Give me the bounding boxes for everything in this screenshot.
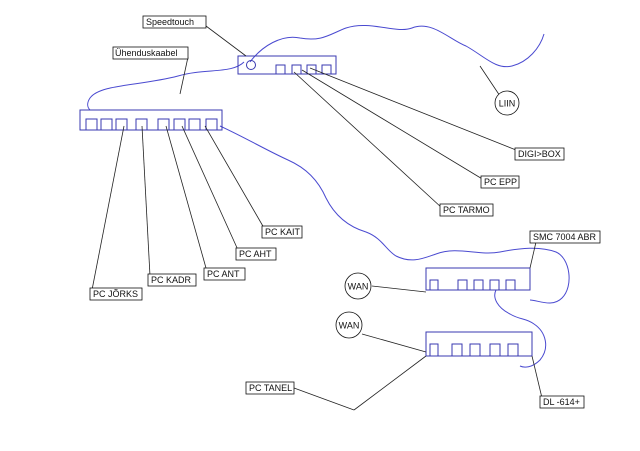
svg-text:PC JÕRKS: PC JÕRKS [93, 289, 138, 299]
svg-text:WAN: WAN [348, 281, 369, 291]
label-pc-aht: PC AHT [235, 247, 277, 261]
svg-text:PC TANEL: PC TANEL [249, 383, 292, 393]
speedtouch-modem [237, 55, 337, 75]
label-pc-tarmo: PC TARMO [439, 203, 494, 217]
svg-text:DIGI>BOX: DIGI>BOX [518, 149, 561, 159]
cable-speedtouch-liin [249, 24, 545, 68]
label-pc-kadr: PC KADR [147, 273, 197, 287]
label-speedtouch: Speedtouch [142, 15, 207, 29]
smc-router [425, 267, 531, 291]
svg-text:DL -614+: DL -614+ [543, 397, 580, 407]
dl614-router [425, 331, 533, 357]
svg-text:Ühenduskaabel: Ühenduskaabel [115, 48, 178, 58]
svg-text:PC AHT: PC AHT [239, 249, 272, 259]
label-pc-ant: PC ANT [203, 267, 246, 281]
label-pc-kait: PC KAIT [261, 225, 303, 239]
label-smc: SMC 7004 ABR [529, 230, 601, 244]
cable-speedtouch-switch [87, 61, 245, 111]
label-digibox: DIGI>BOX [514, 147, 565, 161]
cable-smc-dl614 [494, 289, 547, 368]
leader-lines [91, 25, 543, 411]
svg-text:PC KADR: PC KADR [151, 275, 192, 285]
circle-liin: LIIN [494, 90, 520, 116]
svg-text:Speedtouch: Speedtouch [146, 17, 194, 27]
switch-8port [79, 109, 223, 131]
svg-text:WAN: WAN [339, 320, 360, 330]
circle-wan-2: WAN [335, 311, 363, 339]
svg-text:PC ANT: PC ANT [207, 269, 240, 279]
svg-text:LIIN: LIIN [499, 98, 516, 108]
svg-text:PC TARMO: PC TARMO [443, 205, 490, 215]
cable-switch-smc [219, 125, 570, 304]
circle-wan-1: WAN [344, 272, 372, 300]
label-dl614: DL -614+ [539, 395, 585, 409]
label-pc-tanel: PC TANEL [245, 381, 295, 395]
label-uhenduskaabel: Ühenduskaabel [112, 46, 189, 60]
svg-text:SMC 7004 ABR: SMC 7004 ABR [533, 232, 597, 242]
svg-text:PC KAIT: PC KAIT [265, 227, 301, 237]
label-pc-epp: PC EPP [480, 175, 520, 189]
svg-text:PC EPP: PC EPP [484, 177, 517, 187]
label-pc-jorks: PC JÕRKS [89, 287, 143, 301]
